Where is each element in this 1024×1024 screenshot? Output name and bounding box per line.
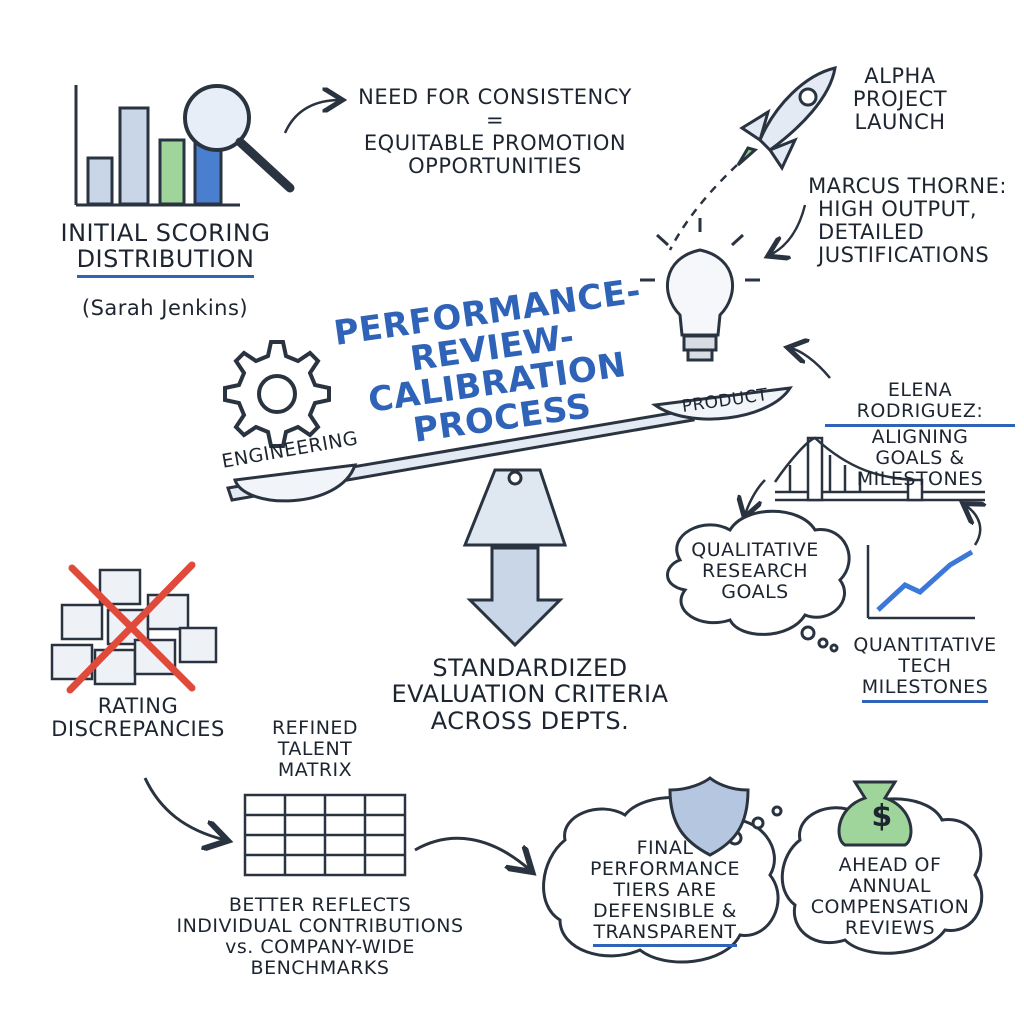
initial-scoring-line-1: INITIAL SCORING xyxy=(60,219,271,247)
ahead-line-4: REVIEWS xyxy=(844,916,936,939)
down-arrow xyxy=(466,546,564,648)
qualitative-line-1: QUALITATIVE xyxy=(691,539,819,561)
final-line-2: PERFORMANCE xyxy=(589,857,741,880)
better-line-4: BENCHMARKS xyxy=(250,956,390,979)
trend-chart-icon xyxy=(866,545,975,620)
dollar-symbol: $ xyxy=(871,799,893,834)
better-line-1: BETTER REFLECTS xyxy=(228,894,412,916)
qualitative-line-2: RESEARCH xyxy=(701,559,809,582)
consistency-line-2: EQUITABLE PROMOTION xyxy=(363,131,627,156)
matrix-line-3: MATRIX xyxy=(277,758,353,781)
quantitative-line-1: QUANTITATIVE xyxy=(853,634,997,656)
alpha-line-2: PROJECT xyxy=(852,87,948,112)
final-tiers-label: FINAL PERFORMANCE TIERS ARE DEFENSIBLE &… xyxy=(570,837,760,948)
qualitative-line-3: GOALS xyxy=(721,580,789,603)
matrix-line-2: TALENT xyxy=(277,737,353,760)
alpha-launch-label: ALPHA PROJECT LAUNCH xyxy=(845,64,955,135)
arrow-to-consistency xyxy=(283,100,340,134)
rocket-trail xyxy=(668,164,738,251)
standardized-line-2: EVALUATION CRITERIA xyxy=(391,680,669,709)
marcus-line-3: JUSTIFICATIONS xyxy=(818,243,990,268)
bar-chart-icon xyxy=(74,85,240,207)
arrow-trend-bridge xyxy=(965,505,980,546)
consistency-line-3: OPPORTUNITIES xyxy=(408,154,582,179)
sarah-jenkins-label: (Sarah Jenkins) xyxy=(81,296,249,320)
grid-icon xyxy=(243,793,407,877)
better-reflects-label: BETTER REFLECTS INDIVIDUAL CONTRIBUTIONS… xyxy=(170,895,470,979)
initial-scoring-label: INITIAL SCORING DISTRIBUTION xyxy=(58,220,273,278)
quantitative-line-2: TECH xyxy=(898,654,952,677)
ahead-label: AHEAD OF ANNUAL COMPENSATION REVIEWS xyxy=(805,855,975,939)
elena-line-1: ALIGNING xyxy=(871,425,969,448)
standardized-label: STANDARDIZED EVALUATION CRITERIA ACROSS … xyxy=(385,654,675,735)
final-line-5: TRANSPARENT xyxy=(593,921,737,948)
arrow-bridge-qual xyxy=(745,479,766,515)
marcus-label: MARCUS THORNE: HIGH OUTPUT, DETAILED JUS… xyxy=(800,174,1015,268)
discrepancies-line-1: RATING xyxy=(97,694,179,718)
matrix-label: REFINED TALENT MATRIX xyxy=(255,718,375,781)
consistency-label: NEED FOR CONSISTENCY = EQUITABLE PROMOTI… xyxy=(345,85,645,179)
consistency-equals: = xyxy=(485,108,505,133)
alpha-line-1: ALPHA xyxy=(864,64,936,88)
rocket-icon xyxy=(736,66,837,172)
arrow-marcus-bulb xyxy=(770,204,807,255)
quantitative-label: QUANTITATIVE TECH MILESTONES xyxy=(840,635,1010,703)
bridge-icon xyxy=(773,436,985,502)
standardized-line-3: ACROSS DEPTS. xyxy=(430,706,630,735)
arrow-elena-bulb xyxy=(790,348,831,379)
ahead-line-3: COMPENSATION xyxy=(810,895,970,918)
ahead-line-2: ANNUAL xyxy=(849,874,931,897)
money-bag-icon xyxy=(837,780,913,847)
elena-name: ELENA RODRIGUEZ: xyxy=(825,380,1015,427)
elena-line-2: GOALS & xyxy=(875,446,965,469)
marcus-line-1: HIGH OUTPUT, xyxy=(818,197,977,222)
better-line-2: INDIVIDUAL CONTRIBUTIONS xyxy=(176,914,464,937)
initial-scoring-line-2: DISTRIBUTION xyxy=(76,246,255,278)
final-line-4: DEFENSIBLE & xyxy=(593,899,737,922)
better-line-3: vs. COMPANY-WIDE xyxy=(225,935,415,958)
elena-line-3: MILESTONES xyxy=(856,467,984,490)
standardized-line-1: STANDARDIZED xyxy=(432,654,628,682)
arrow-discrepancy-matrix xyxy=(143,777,225,840)
balance-scale xyxy=(226,386,793,547)
qualitative-label: QUALITATIVE RESEARCH GOALS xyxy=(680,540,830,603)
matrix-line-1: REFINED xyxy=(271,717,359,739)
quantitative-line-3: MILESTONES xyxy=(861,676,989,703)
discrepancies-label: RATING DISCREPANCIES xyxy=(38,694,238,742)
shield-icon xyxy=(668,776,750,857)
final-line-3: TIERS ARE xyxy=(613,878,717,901)
marcus-line-2: DETAILED xyxy=(818,220,925,245)
marcus-name: MARCUS THORNE: xyxy=(808,174,1007,198)
thought-cloud-qualitative xyxy=(666,509,851,653)
discrepancies-line-2: DISCREPANCIES xyxy=(51,717,225,742)
consistency-line-1: NEED FOR CONSISTENCY xyxy=(358,85,632,109)
lightbulb-icon xyxy=(640,218,760,362)
arrow-matrix-final xyxy=(414,836,530,870)
alpha-line-3: LAUNCH xyxy=(854,110,946,135)
gear-icon xyxy=(223,340,331,448)
cubes-icon xyxy=(50,568,218,686)
magnifier-icon xyxy=(183,84,295,193)
red-x-mark xyxy=(66,561,196,694)
final-line-1: FINAL xyxy=(636,837,694,859)
ahead-line-1: AHEAD OF xyxy=(838,854,942,876)
elena-label: ELENA RODRIGUEZ: ALIGNING GOALS & MILEST… xyxy=(825,380,1015,489)
